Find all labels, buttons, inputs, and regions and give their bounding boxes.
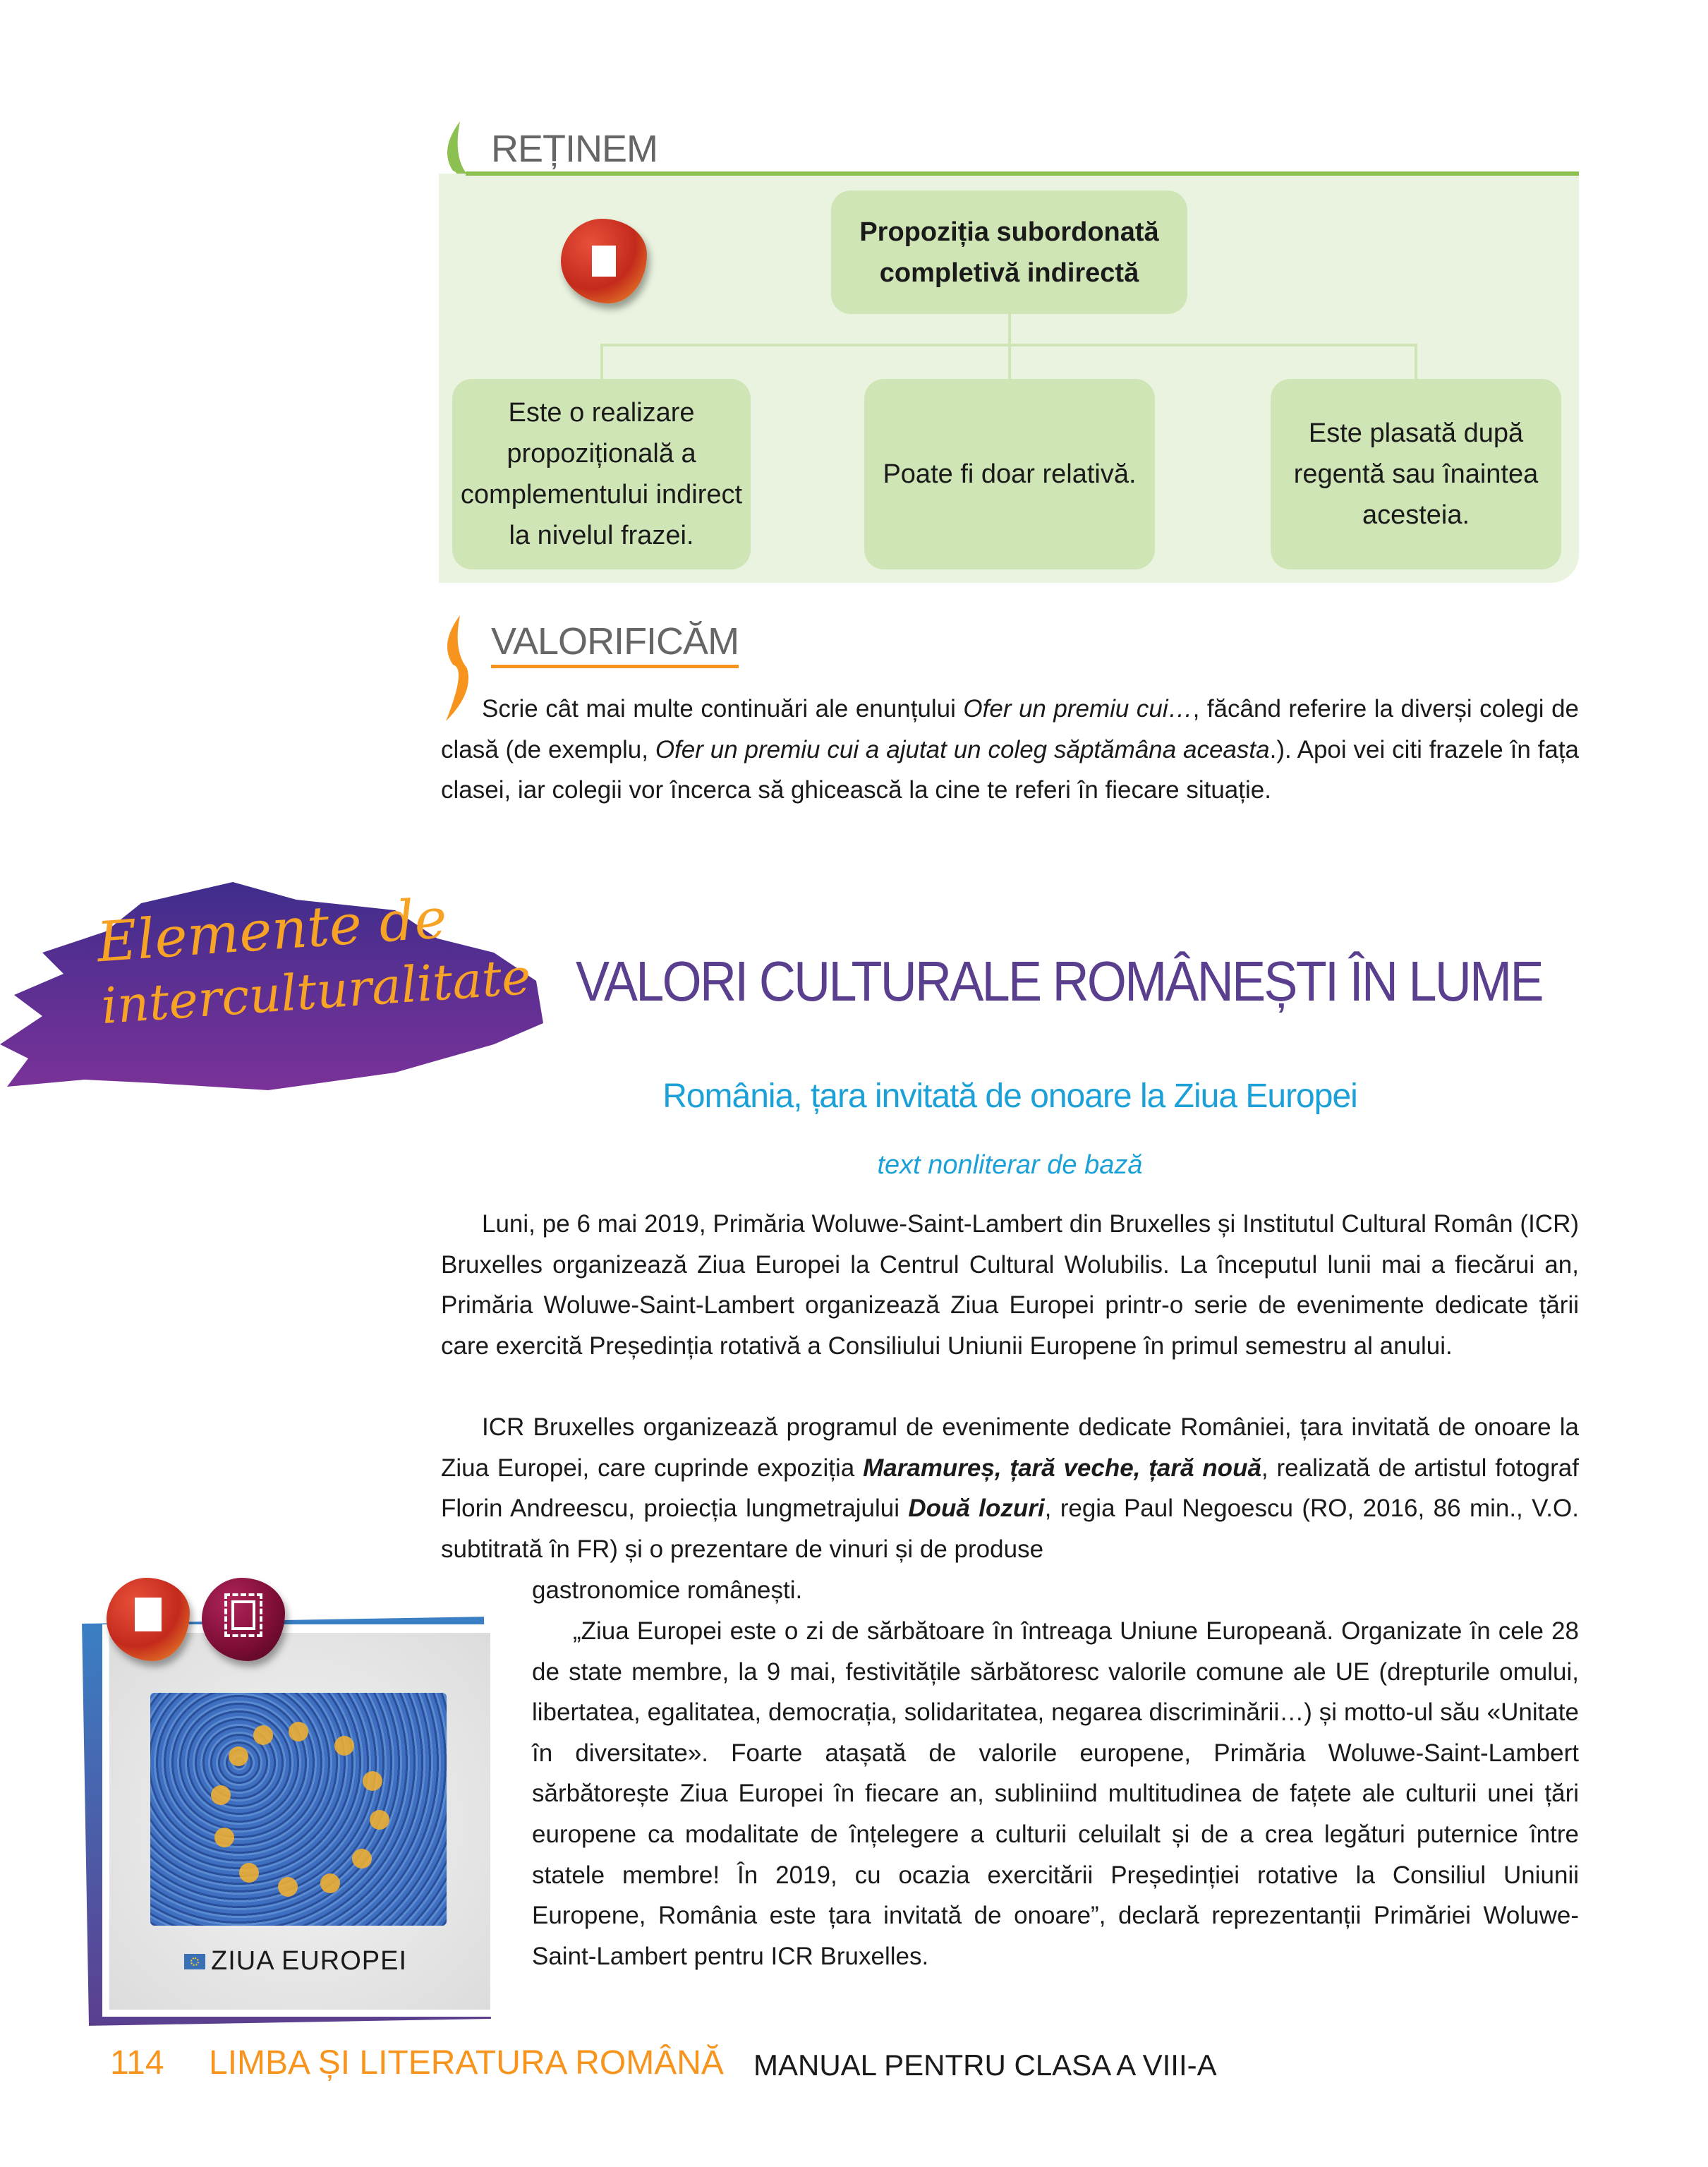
exhibition-title: Maramureș, țară veche, țară nouă [863, 1454, 1261, 1482]
diagram-child-node: Poate fi doar relativă. [864, 379, 1155, 569]
text: Scrie cât mai multe continuări ale enunț… [482, 695, 964, 723]
text-type-label: text nonliterar de bază [877, 1150, 1143, 1180]
caption-text: ZIUA EUROPEI [211, 1946, 408, 1976]
article-paragraph: ICR Bruxelles organizează programul de e… [441, 1407, 1579, 1569]
brush-stroke [0, 882, 543, 1090]
orange-leaf-icon [446, 615, 468, 721]
root-line-1: Propoziția subordonată [859, 217, 1159, 247]
divider [466, 171, 1579, 176]
root-line-2: completivă indirectă [879, 258, 1139, 288]
valorificam-title: VALORIFICĂM [491, 620, 739, 668]
article-quote-paragraph: „Ziua Europei este o zi de sărbătoare în… [532, 1617, 1579, 1970]
connector [600, 344, 603, 379]
page-number: 114 [110, 2044, 164, 2082]
footer-manual: MANUAL PENTRU CLASA A VIII-A [753, 2048, 1217, 2082]
diagram-child-node: Este plasată după regentă sau înaintea a… [1271, 379, 1561, 569]
connector [1415, 344, 1417, 379]
article-subtitle: România, țara invitată de onoare la Ziua… [662, 1078, 1358, 1115]
diagram-root-node: Propoziția subordonată completivă indire… [831, 191, 1187, 314]
article-paragraph: Luni, pe 6 mai 2019, Primăria Woluwe-Sai… [441, 1210, 1579, 1360]
connector [600, 344, 1417, 346]
text: , făcând referire la diverși colegi de c… [441, 695, 1579, 763]
film-icon [202, 1578, 285, 1661]
notebook-icon [561, 219, 647, 303]
connector [1008, 314, 1011, 379]
text: , realizată de artistul fotograf Florin … [441, 1454, 1579, 1523]
article-paragraph-cont: gastronomice românești. [532, 1576, 803, 1604]
crowd-flag-picture [150, 1693, 447, 1926]
film-title: Două lozuri [908, 1495, 1045, 1523]
ziua-europei-image: ZIUA EUROPEI [82, 1578, 502, 2026]
exercise-text: Scrie cât mai multe continuări ale enunț… [441, 689, 1579, 811]
notebook-icon [107, 1578, 190, 1661]
interculturalitate-banner: Elemente de interculturalitate [0, 875, 547, 1097]
eu-flag-icon [184, 1953, 205, 1969]
retinem-title: REȚINEM [491, 128, 658, 170]
diagram-child-node: Este o realizare propozițională a comple… [452, 379, 751, 569]
text: , regia Paul Negoescu (RO, 2016, 86 min.… [441, 1495, 1579, 1563]
article-title: VALORI CULTURALE ROMÂNEȘTI ÎN LUME [576, 950, 1544, 1013]
text-italic: Ofer un premiu cui a ajutat un coleg săp… [655, 735, 1270, 763]
text: ICR Bruxelles organizează programul de e… [441, 1413, 1579, 1482]
text-italic: Ofer un premiu cui… [963, 695, 1193, 723]
text: .). Apoi vei citi frazele în fața clasei… [441, 735, 1580, 804]
image-caption: ZIUA EUROPEI [184, 1946, 407, 1976]
eu-stars-icon [211, 1722, 389, 1897]
footer-subject: LIMBA ȘI LITERATURA ROMÂNĂ [209, 2044, 724, 2082]
